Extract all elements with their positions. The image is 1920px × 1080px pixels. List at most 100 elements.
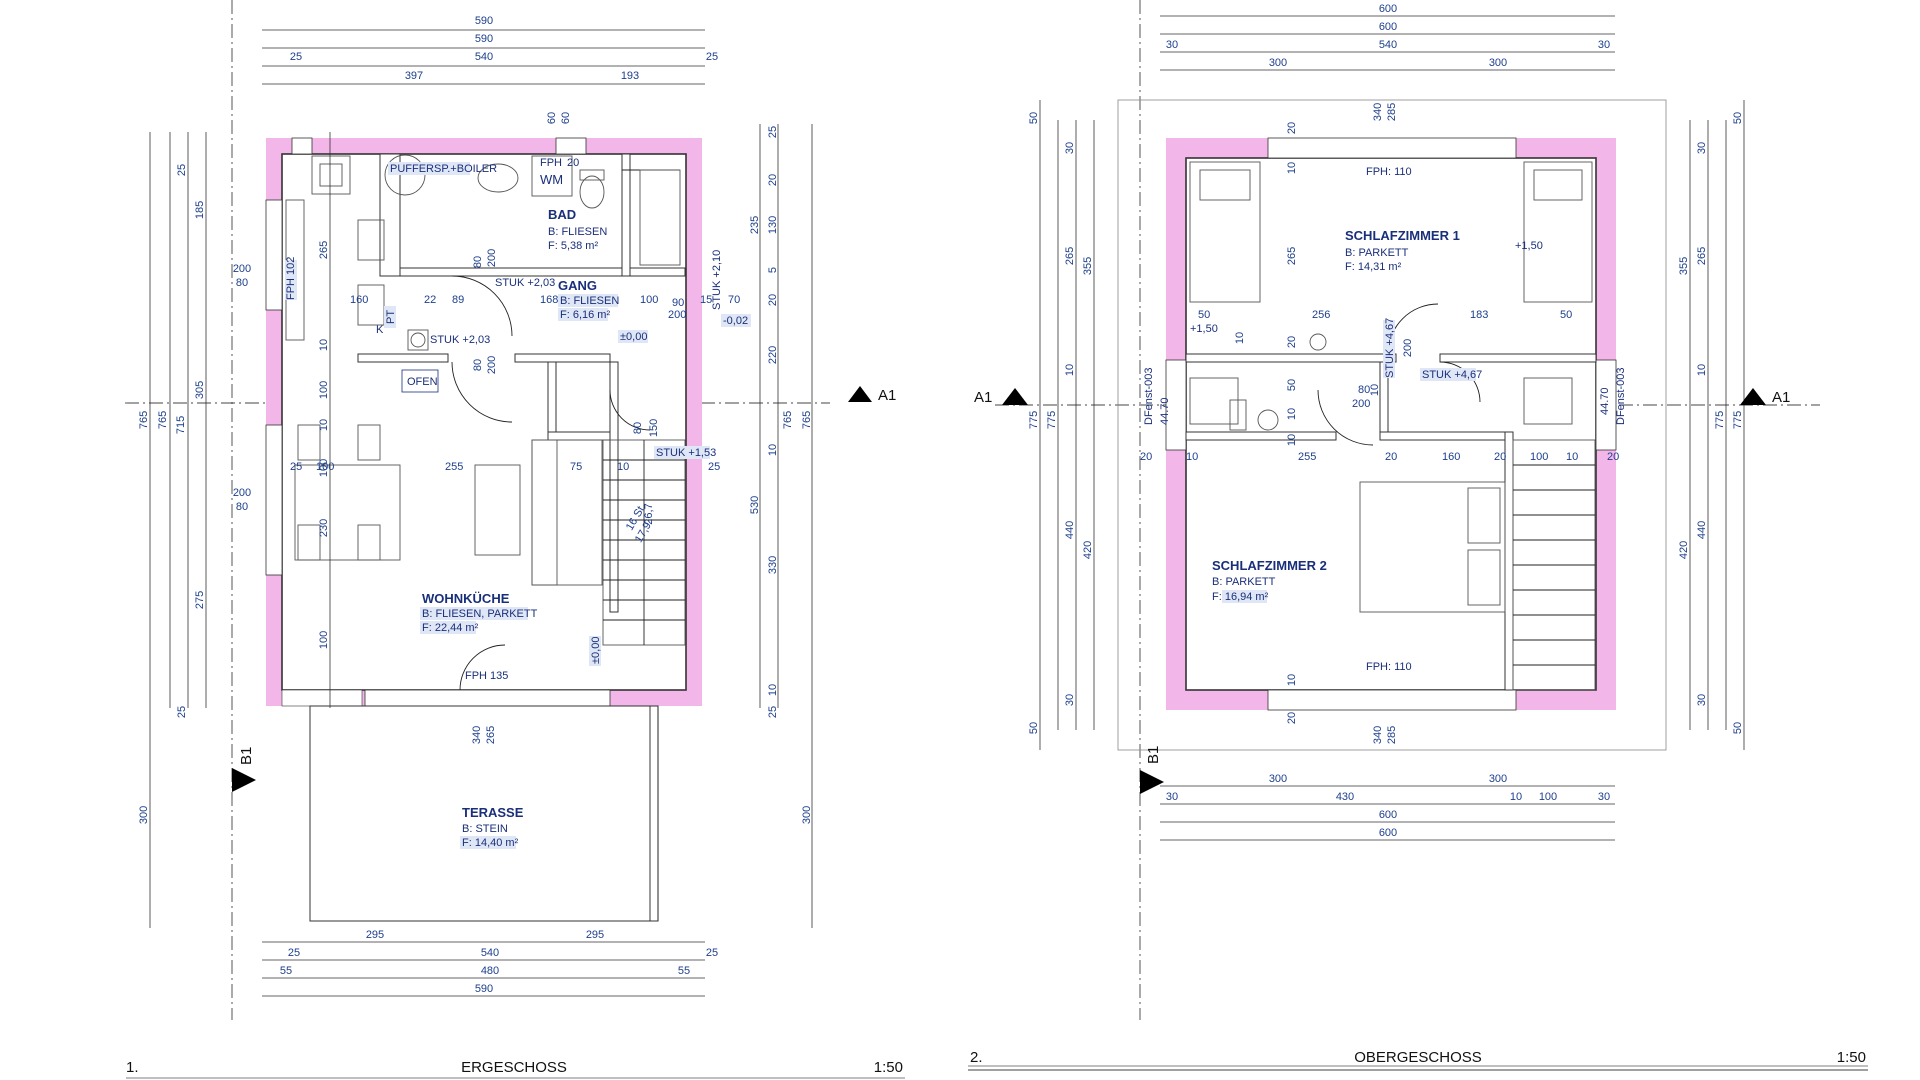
- dim-inner-9: 183: [1470, 309, 1488, 321]
- dim-inner-2: 60: [560, 112, 572, 124]
- dim-inner-24: 25: [708, 461, 720, 473]
- dim-inner-28: 20: [1286, 712, 1298, 724]
- dim-inner-19: 10: [1186, 451, 1198, 463]
- dim-right-8: 440: [1696, 521, 1708, 539]
- dim-bottom-6: 100: [1539, 791, 1557, 803]
- dim-top-4: 540: [1379, 39, 1397, 51]
- caption-number-upper: 2.: [970, 1049, 983, 1066]
- room-terasse: TERASSE B: STEIN F: 14,40 m²: [460, 805, 524, 849]
- dim-right-14: 25: [767, 706, 779, 718]
- dim-top-6: 397: [405, 70, 423, 82]
- staircase-ground: [602, 439, 686, 646]
- dim-left-3: 265: [1064, 247, 1076, 265]
- dim-top-3: 30: [1166, 39, 1178, 51]
- dim-inner-10: 50: [1560, 309, 1572, 321]
- label-fph-110-bottom: FPH: 110: [1366, 661, 1412, 673]
- dim-right-4: 235: [749, 216, 761, 234]
- room-area: F: 6,16 m²: [560, 309, 610, 321]
- dim-top-5: 25: [706, 51, 718, 63]
- label-puffer-boiler: PUFFERSP.+BOILER: [390, 163, 497, 175]
- dim-left-19: 200: [233, 487, 251, 499]
- dim-top-2: 590: [475, 33, 493, 45]
- dim-bottom-1: 300: [1269, 773, 1287, 785]
- dim-left-9: 275: [194, 591, 206, 609]
- dim-left-17: 200: [233, 263, 251, 275]
- dim-bottom-9: 600: [1379, 827, 1397, 839]
- dim-left-2: 185: [194, 201, 206, 219]
- dim-top-1: 590: [475, 15, 493, 27]
- label-fph-135: FPH 135: [465, 670, 508, 682]
- room-floor: B: PARKETT: [1212, 576, 1276, 588]
- dim-bottom-2: 295: [586, 929, 604, 941]
- label-stuk-1: STUK +2,03: [495, 277, 555, 289]
- dim-inner-26: 20: [1607, 451, 1619, 463]
- room-floor: B: FLIESEN: [560, 295, 619, 307]
- dim-inner-25: 340: [471, 726, 483, 744]
- dim-left-8: 230: [318, 519, 330, 537]
- dim-inner-2: 10: [1286, 162, 1298, 174]
- exterior-wall: [281, 153, 687, 691]
- dim-left-2: 30: [1064, 142, 1076, 154]
- room-schlafzimmer-2: SCHLAFZIMMER 2 B: PARKETT F: 16,94 m²: [1212, 558, 1327, 603]
- dim-right-5: 10: [1696, 364, 1708, 376]
- dim-left-7: 775: [1046, 411, 1058, 429]
- dim-bottom-7: 30: [1598, 791, 1610, 803]
- label-stuk-2: STUK +2,03: [430, 334, 490, 346]
- dim-right-9: 420: [1678, 541, 1690, 559]
- dim-inner-16: 70: [728, 294, 740, 306]
- section-label-a1-left: A1: [974, 389, 992, 406]
- room-area: F: 22,44 m²: [422, 622, 479, 634]
- dim-left-15: 305: [194, 381, 206, 399]
- label-pt: PT: [385, 310, 397, 324]
- dim-top-5: 30: [1598, 39, 1610, 51]
- section-arrow-a1-right: [1740, 388, 1766, 405]
- dim-top-2: 600: [1379, 21, 1397, 33]
- dim-top-7: 300: [1489, 57, 1507, 69]
- dim-bottom-6: 55: [280, 965, 292, 977]
- room-name: SCHLAFZIMMER 2: [1212, 558, 1327, 573]
- caption-scale: 1:50: [874, 1059, 903, 1076]
- dim-top-7: 193: [621, 70, 639, 82]
- dim-inner-27: 26,7: [643, 503, 655, 524]
- section-label-a1: A1: [878, 387, 896, 404]
- dim-inner-10: 89: [452, 294, 464, 306]
- dim-inner-25: 10: [1566, 451, 1578, 463]
- section-arrow-a1-left: [1002, 388, 1028, 405]
- label-washing-machine: WM: [540, 172, 563, 187]
- room-name: TERASSE: [462, 805, 524, 820]
- dim-top-6: 300: [1269, 57, 1287, 69]
- room-floor: B: FLIESEN: [548, 226, 607, 238]
- dim-inner-17: 10: [1286, 434, 1298, 446]
- dim-inner-18: 255: [445, 461, 463, 473]
- dim-inner-12: 10: [1286, 408, 1298, 420]
- dim-inner-27: 10: [1286, 674, 1298, 686]
- room-name: WOHNKÜCHE: [422, 591, 510, 606]
- label-fph: FPH: [540, 157, 562, 169]
- dim-inner-9: 22: [424, 294, 436, 306]
- dim-left-1: 25: [176, 164, 188, 176]
- dim-right-10: 10: [767, 444, 779, 456]
- dim-right-6: 20: [767, 294, 779, 306]
- dim-inner-6: 80: [472, 359, 484, 371]
- dim-inner-4: 340: [1372, 103, 1384, 121]
- dim-left-10: 100: [318, 631, 330, 649]
- room-name: GANG: [558, 278, 597, 293]
- dim-right-11: 50: [1732, 722, 1744, 734]
- room-floor: B: FLIESEN, PARKETT: [422, 608, 538, 620]
- dim-inner-29: 340: [1372, 726, 1384, 744]
- dim-left-4: 10: [318, 339, 330, 351]
- dim-bottom-2: 300: [1489, 773, 1507, 785]
- dim-left-6: 775: [1028, 411, 1040, 429]
- dim-bottom-4: 540: [481, 947, 499, 959]
- ground-floor-plan: 590 590 25 540 25 397 193 295 295 25 540…: [125, 0, 905, 1079]
- label-stuk-4: STUK +1,53: [656, 447, 716, 459]
- dim-right-11: 530: [749, 496, 761, 514]
- dim-inner-31: 10: [1234, 332, 1246, 344]
- dim-left-6: 10: [318, 419, 330, 431]
- room-bad: BAD B: FLIESEN F: 5,38 m²: [548, 207, 607, 252]
- dim-inner-21: 150: [648, 419, 660, 437]
- dim-right-8: 765: [782, 411, 794, 429]
- dim-left-13: 765: [157, 411, 169, 429]
- dim-inner-22: 80: [632, 422, 644, 434]
- dim-inner-6: 20: [1286, 336, 1298, 348]
